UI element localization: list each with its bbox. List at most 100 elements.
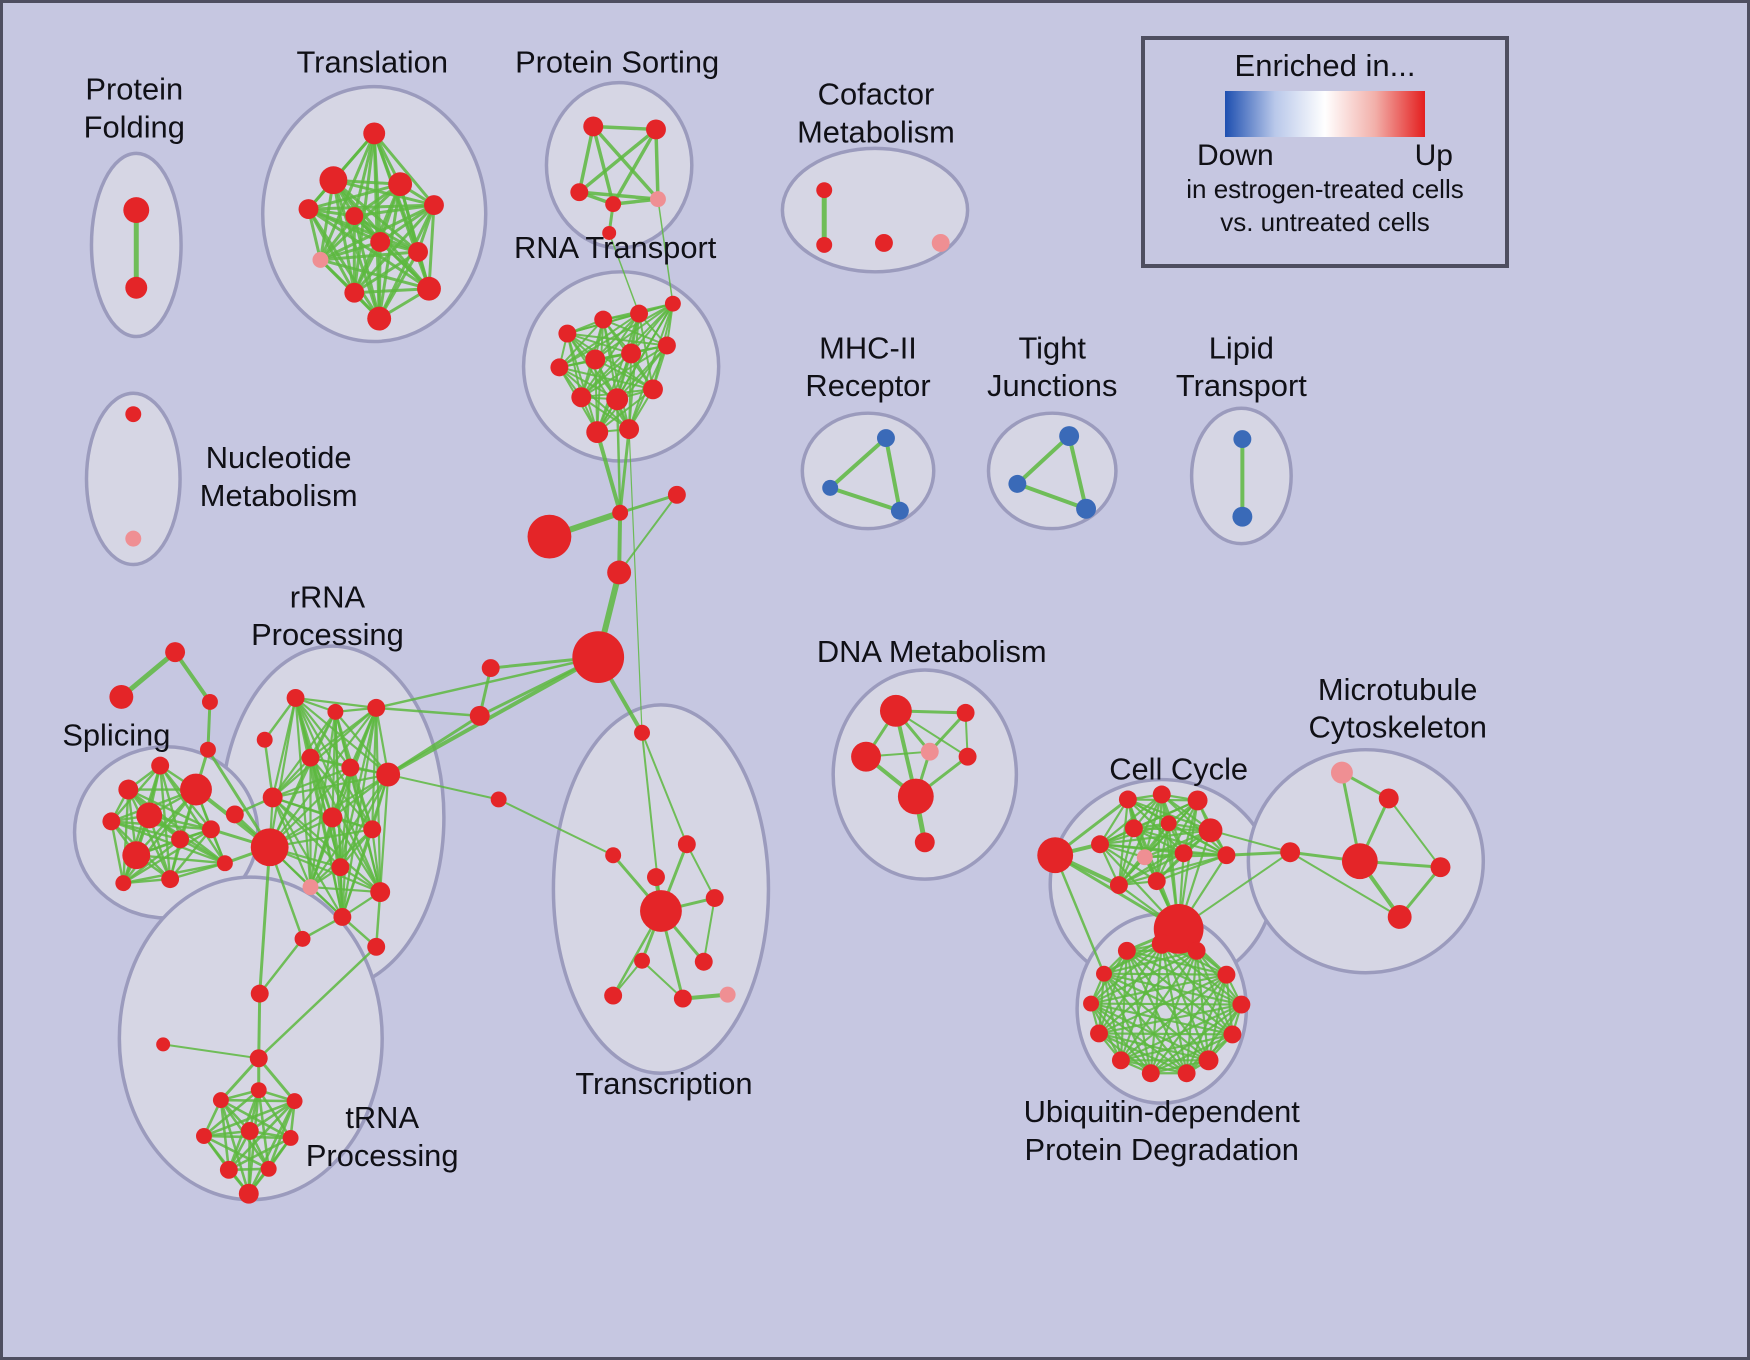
network-edge [202, 1099, 296, 1138]
network-node-ccL [1037, 837, 1074, 874]
network-node-lt2 [1232, 506, 1253, 527]
network-edge [1089, 1002, 1210, 1062]
network-node-rr10 [322, 807, 343, 828]
network-edge [1224, 850, 1292, 857]
network-edge [227, 1136, 292, 1172]
network-edge [1098, 793, 1163, 846]
network-node-m3 [890, 501, 909, 520]
network-edge [591, 124, 615, 206]
cluster-label-nucleotide-metabolism: Nucleotide [206, 440, 352, 475]
network-node-sp2 [151, 756, 170, 775]
network-edge [615, 397, 622, 514]
network-node-rr14 [370, 882, 391, 903]
network-node-ps6 [602, 226, 617, 240]
network-node-u10 [1111, 1051, 1130, 1070]
network-edge [309, 816, 334, 889]
network-edge [202, 1088, 261, 1138]
network-node-r9 [571, 387, 592, 408]
network-node-r7 [621, 343, 642, 364]
network-node-u11 [1198, 1050, 1219, 1071]
network-node-cf3 [875, 233, 893, 252]
network-edge [371, 706, 378, 831]
network-node-ps5 [649, 191, 666, 208]
network-node-t5 [423, 195, 444, 216]
network-node-cc7 [1091, 835, 1109, 854]
network-node-d4 [920, 742, 939, 761]
network-edge [577, 127, 658, 194]
cluster-label-lipid-transport: Lipid [1209, 330, 1274, 365]
network-node-rr17 [367, 937, 386, 956]
network-edge [219, 1056, 261, 1102]
network-node-u13 [1177, 1064, 1196, 1083]
network-node-th4 [196, 1128, 212, 1144]
cluster-label-rrna-processing: Processing [251, 617, 404, 652]
network-edge [1387, 797, 1442, 869]
network-node-t2 [319, 166, 348, 195]
network-edge [379, 773, 390, 894]
network-edge [1097, 1032, 1234, 1036]
cluster-label-rna-transport: RNA Transport [514, 230, 717, 265]
network-edge [352, 203, 436, 218]
cluster-label-splicing: Splicing [62, 718, 170, 753]
network-edge [349, 766, 374, 831]
network-edge [271, 796, 342, 869]
network-node-rr1 [286, 688, 305, 707]
network-node-m1 [876, 429, 895, 448]
network-edge [309, 828, 374, 889]
network-edge [271, 796, 312, 889]
network-node-sp3 [180, 773, 212, 806]
network-node-rr4 [256, 731, 273, 748]
network-edge [1155, 854, 1228, 883]
network-edge [611, 127, 658, 206]
network-node-th6 [282, 1130, 299, 1146]
legend-endpoint-labels: Down Up [1197, 139, 1453, 173]
network-edge [654, 127, 660, 201]
network-edge [386, 655, 601, 777]
network-node-nm2 [125, 530, 142, 547]
network-node-u5 [1217, 965, 1236, 984]
network-node-r13 [619, 419, 640, 440]
network-edge [318, 214, 356, 262]
network-node-sp4 [136, 802, 163, 829]
network-node-d3 [851, 741, 881, 772]
network-edge [374, 655, 600, 710]
legend-title: Enriched in... [1234, 48, 1416, 83]
network-edge [202, 1134, 270, 1171]
network-node-mc3 [1280, 842, 1301, 863]
legend-down-label: Down [1197, 139, 1274, 172]
network-edge [122, 838, 182, 885]
network-node-cf2 [816, 236, 833, 253]
network-node-tx3 [605, 847, 622, 864]
network-edge [1089, 1002, 1243, 1006]
network-edge [294, 696, 378, 709]
network-node-r10 [606, 388, 629, 411]
network-edge [352, 203, 436, 295]
network-edge [1089, 973, 1228, 1005]
network-node-cf1 [816, 182, 833, 199]
network-node-r3 [630, 304, 649, 323]
cluster-label-mhc-ii-receptor: Receptor [805, 368, 930, 403]
network-edge [158, 764, 227, 865]
network-edge [1207, 973, 1228, 1062]
cluster-dna-metabolism [831, 668, 1019, 881]
cluster-label-dna-metabolism: DNA Metabolism [817, 634, 1047, 669]
network-node-rr13 [302, 879, 319, 896]
network-node-cc1 [1118, 790, 1137, 809]
network-edge [608, 232, 640, 315]
network-node-d1 [879, 694, 912, 727]
network-node-u1 [1117, 941, 1136, 960]
network-edge [641, 731, 688, 846]
network-edge [1097, 1003, 1243, 1035]
network-node-g1 [165, 642, 186, 663]
network-edge [341, 828, 374, 919]
network-edge [307, 203, 436, 211]
network-node-sp10 [115, 875, 132, 892]
network-edge [1149, 1003, 1243, 1075]
network-edge [657, 198, 674, 305]
network-node-mc2 [1378, 788, 1399, 809]
network-edge [258, 937, 304, 995]
network-node-sp1 [118, 779, 139, 800]
network-edge [566, 332, 599, 434]
network-node-u7 [1232, 995, 1251, 1014]
network-node-sp7 [122, 841, 151, 870]
